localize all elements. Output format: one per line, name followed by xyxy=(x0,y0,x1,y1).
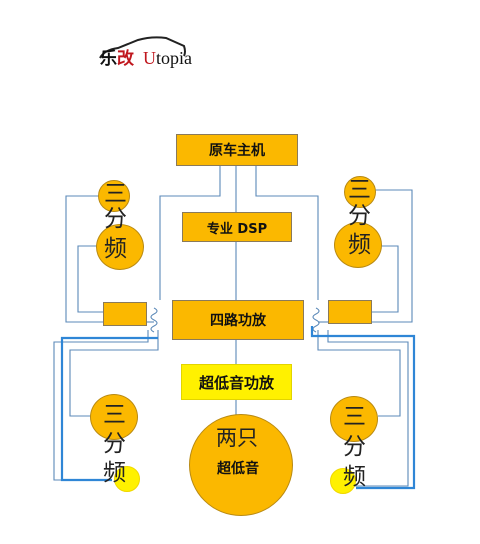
subwoofer-circle xyxy=(189,414,293,516)
left-connector-box xyxy=(103,302,147,326)
crossover-tr-char2: 分 xyxy=(348,203,371,229)
crossover-br-large xyxy=(330,396,378,442)
crossover-tl-char2: 分 xyxy=(104,206,127,232)
crossover-tr-large xyxy=(334,222,382,268)
sub-amp-label: 超低音功放 xyxy=(198,373,274,392)
logo-mark: 乐 xyxy=(100,49,117,69)
crossover-br-char1: 三 xyxy=(343,404,366,430)
amp-label: 四路功放 xyxy=(210,313,266,329)
head-unit-label: 原车主机 xyxy=(209,143,265,159)
crossover-tl-char3: 频 xyxy=(104,236,127,262)
subwoofer-line2: 超低音 xyxy=(217,461,259,477)
crossover-bl-small xyxy=(114,466,140,492)
dsp-label: 专业 DSP xyxy=(206,221,268,237)
crossover-tr-char3: 频 xyxy=(348,232,371,258)
logo-text-first: U xyxy=(143,48,156,68)
crossover-br-small xyxy=(330,468,356,494)
dsp-box: 专业 DSP xyxy=(182,212,292,242)
logo-text-rest: topia xyxy=(156,48,192,68)
amp-box: 四路功放 xyxy=(172,300,304,340)
crossover-br-char2: 分 xyxy=(343,434,366,460)
crossover-br-char3: 频 xyxy=(343,464,366,490)
crossover-bl-char3: 频 xyxy=(103,460,126,486)
subwoofer-line1: 两只 xyxy=(216,426,258,450)
crossover-bl-char1: 三 xyxy=(103,402,126,428)
right-connector-box xyxy=(328,300,372,324)
head-unit-box: 原车主机 xyxy=(176,134,298,166)
crossover-bl-char2: 分 xyxy=(103,431,126,457)
crossover-bl-large xyxy=(90,394,138,440)
sub-amp-box: 超低音功放 xyxy=(181,364,292,400)
crossover-tl-large xyxy=(96,224,144,270)
logo-mark-red: 改 xyxy=(117,49,134,69)
crossover-tr-char1: 三 xyxy=(348,177,371,203)
crossover-tr-small xyxy=(344,176,376,208)
crossover-tl-small xyxy=(98,180,130,212)
crossover-tl-char1: 三 xyxy=(104,181,127,207)
